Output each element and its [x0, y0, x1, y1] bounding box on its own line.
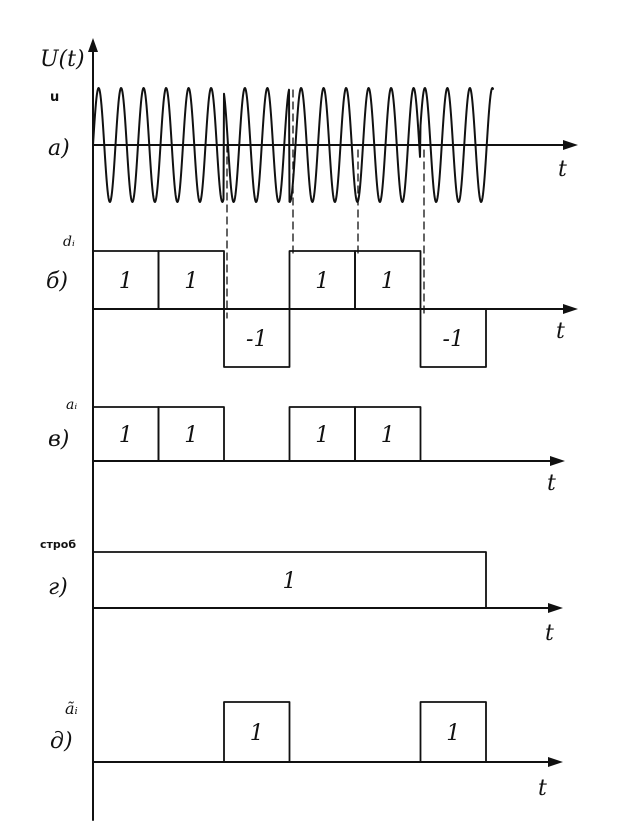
pulse-bit-2: [157, 250, 225, 310]
pulse-value-1: 1: [119, 269, 133, 294]
pulse-bit-5: [354, 250, 422, 310]
pulse-value-6: -1: [443, 327, 464, 352]
pulse-bit-5: [354, 406, 422, 462]
pulse-value-5: 1: [381, 269, 395, 294]
pulse-value-3: -1: [246, 327, 267, 352]
panel-v-signal-label: aᵢ: [66, 397, 77, 413]
panel-g-label: г): [48, 575, 68, 600]
panel-b-signal-label: dᵢ: [63, 234, 75, 250]
panel-a-axis-arrow: [563, 140, 578, 150]
panel-b-time-label: t: [556, 319, 565, 344]
panel-v-pulse-train: 1 1 1 1: [92, 406, 422, 462]
pulse-bit-3: [223, 701, 291, 763]
pulse-bit-6: [419, 308, 487, 368]
pulse-bit-6: [419, 701, 487, 763]
pulse-value-2: 1: [184, 423, 198, 448]
pulse-value-1: 1: [119, 423, 133, 448]
panel-d-label: д): [50, 729, 73, 754]
panel-g-axis-arrow: [548, 603, 563, 613]
pulse-value-3: 1: [250, 721, 264, 746]
pulse-bit-2: [157, 406, 225, 462]
panel-v-time-label: t: [547, 471, 556, 496]
pulse-value-6: 1: [446, 721, 460, 746]
panel-g-time-label: t: [545, 621, 554, 646]
pulse-value-1: 1: [283, 569, 297, 594]
pulse-value-4: 1: [315, 269, 329, 294]
pulse-value-5: 1: [381, 423, 395, 448]
panel-d-signal-label: ãᵢ: [65, 699, 78, 718]
panel-v-label: в): [48, 427, 69, 452]
panel-g-pulse-train: 1: [92, 551, 487, 609]
panel-v-axis-arrow: [550, 456, 565, 466]
panel-a-label: а): [48, 136, 70, 161]
axis-title: U(t): [40, 47, 85, 72]
panel-b-axis-arrow: [563, 304, 578, 314]
pulse-value-2: 1: [184, 269, 198, 294]
panel-g-signal-label: строб: [40, 538, 76, 551]
panel-a-time-label: t: [558, 157, 567, 182]
pulse-bit-3: [223, 308, 291, 368]
panel-b-pulse-train: 1 1 -1 1 1 -1: [92, 250, 487, 368]
vertical-axis-arrow: [88, 38, 98, 52]
amplitude-label: u: [50, 90, 59, 105]
panel-b-label: б): [46, 269, 68, 294]
panel-d-axis-arrow: [548, 757, 563, 767]
pulse-value-4: 1: [315, 423, 329, 448]
panel-d-time-label: t: [538, 776, 547, 801]
pulse-bit-1: [92, 551, 487, 609]
